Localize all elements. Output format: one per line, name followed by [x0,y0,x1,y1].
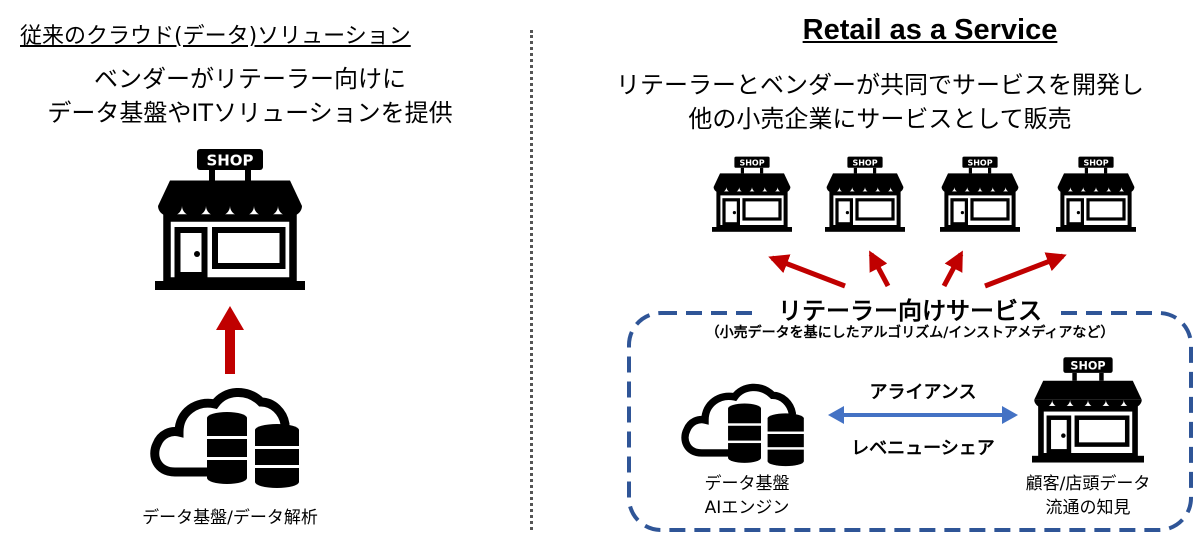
retailer-shop-icon-2: SHOP [825,156,905,232]
alliance-arrow [828,406,1018,424]
service-title: リテーラー向けサービス [760,291,1060,326]
right-description-line2: 他の小売企業にサービスとして販売 [688,105,1072,133]
vendor-cloud-database-icon [681,383,804,467]
right-title: Retail as a Service [802,14,1058,46]
retailer-shop-icon-3: SHOP [940,156,1020,232]
arrow-to-shop-3 [941,250,964,288]
shop-sign-text: SHOP [1070,360,1105,373]
service-subtitle: （小売データを基にしたアルゴリズム/インストアメディアなど） [705,325,1115,341]
left-title: 従来のクラウド(データ)ソリューション [20,24,411,49]
shop-sign-text: SHOP [852,158,877,167]
arrow-to-shop-1 [768,254,846,289]
alliance-label: アライアンス [869,382,977,403]
left-description-line1: ベンダーがリテーラー向けに [94,65,406,93]
section-divider [530,30,533,530]
shop-sign-text: SHOP [967,158,992,167]
left-cloud-label: データ基盤/データ解析 [142,508,318,528]
revenue-share-label: レベニューシェア [851,438,995,459]
shop-sign-text: SHOP [739,158,764,167]
left-arrow [216,306,244,374]
left-description-line2: データ基盤やITソリューションを提供 [47,99,453,127]
shop-sign-text: SHOP [206,152,253,170]
retailer-shop-icon-4: SHOP [1056,156,1136,232]
cloud-database-icon [150,388,299,488]
left-description: ベンダーがリテーラー向けに データ基盤やITソリューションを提供 [0,62,500,130]
arrow-to-shop-4 [984,252,1067,289]
retailer-label-line1: 顧客/店頭データ [1025,474,1151,494]
retailer-shop-icon-1: SHOP [712,156,792,232]
right-description-line1: リテーラーとベンダーが共同でサービスを開発し [616,71,1144,99]
shop-sign-text: SHOP [1083,158,1108,167]
right-description: リテーラーとベンダーが共同でサービスを開発し 他の小売企業にサービスとして販売 [560,68,1200,136]
service-dashed-box [627,311,1193,532]
shop-icon: SHOP [155,149,305,290]
vendor-label: データ基盤 AIエンジン [672,472,822,520]
retailer-label: 顧客/店頭データ 流通の知見 [1005,472,1171,520]
retailer-partner-shop-icon: SHOP [1032,357,1144,463]
arrow-to-shop-2 [868,250,891,288]
retailer-label-line2: 流通の知見 [1045,498,1131,518]
vendor-label-line1: データ基盤 [704,474,790,494]
vendor-label-line2: AIエンジン [704,498,790,518]
